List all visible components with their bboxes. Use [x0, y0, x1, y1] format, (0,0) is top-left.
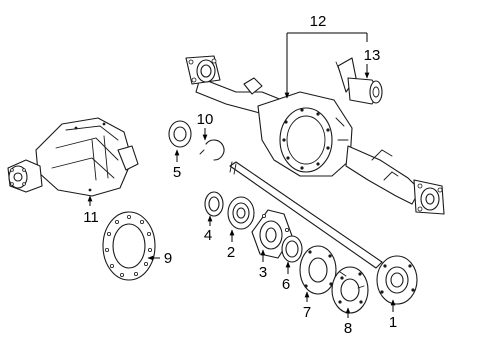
- gasket-9: [102, 211, 156, 281]
- callout-7: 7: [303, 304, 311, 321]
- axle-shaft: [229, 161, 418, 305]
- plate-8: [331, 266, 369, 314]
- ring-4: [204, 191, 224, 217]
- callout-10: 10: [197, 111, 214, 128]
- callout-4: 4: [204, 227, 212, 244]
- callout-6: 6: [282, 276, 290, 293]
- callout-11: 11: [83, 209, 99, 226]
- seal-6: [281, 235, 303, 263]
- axle-housing: [185, 55, 445, 215]
- plate-7: [299, 245, 337, 295]
- seal-5: [168, 120, 192, 148]
- callout-12: 12: [310, 13, 327, 30]
- bearing-2: [227, 196, 255, 230]
- callout-labels: 12 13 10 5 11 4 2 3 6 7 8 1 9: [83, 13, 397, 337]
- callout-3: 3: [259, 264, 267, 281]
- callout-2: 2: [227, 244, 235, 261]
- snap-ring-10: [199, 139, 225, 161]
- callout-9: 9: [164, 250, 172, 267]
- callout-8: 8: [344, 320, 352, 337]
- callout-13: 13: [364, 47, 381, 64]
- differential-carrier: [7, 117, 139, 197]
- vent-bracket: [335, 57, 383, 105]
- callout-5: 5: [173, 164, 181, 181]
- leader-lines: [87, 32, 396, 318]
- callout-1: 1: [389, 314, 397, 331]
